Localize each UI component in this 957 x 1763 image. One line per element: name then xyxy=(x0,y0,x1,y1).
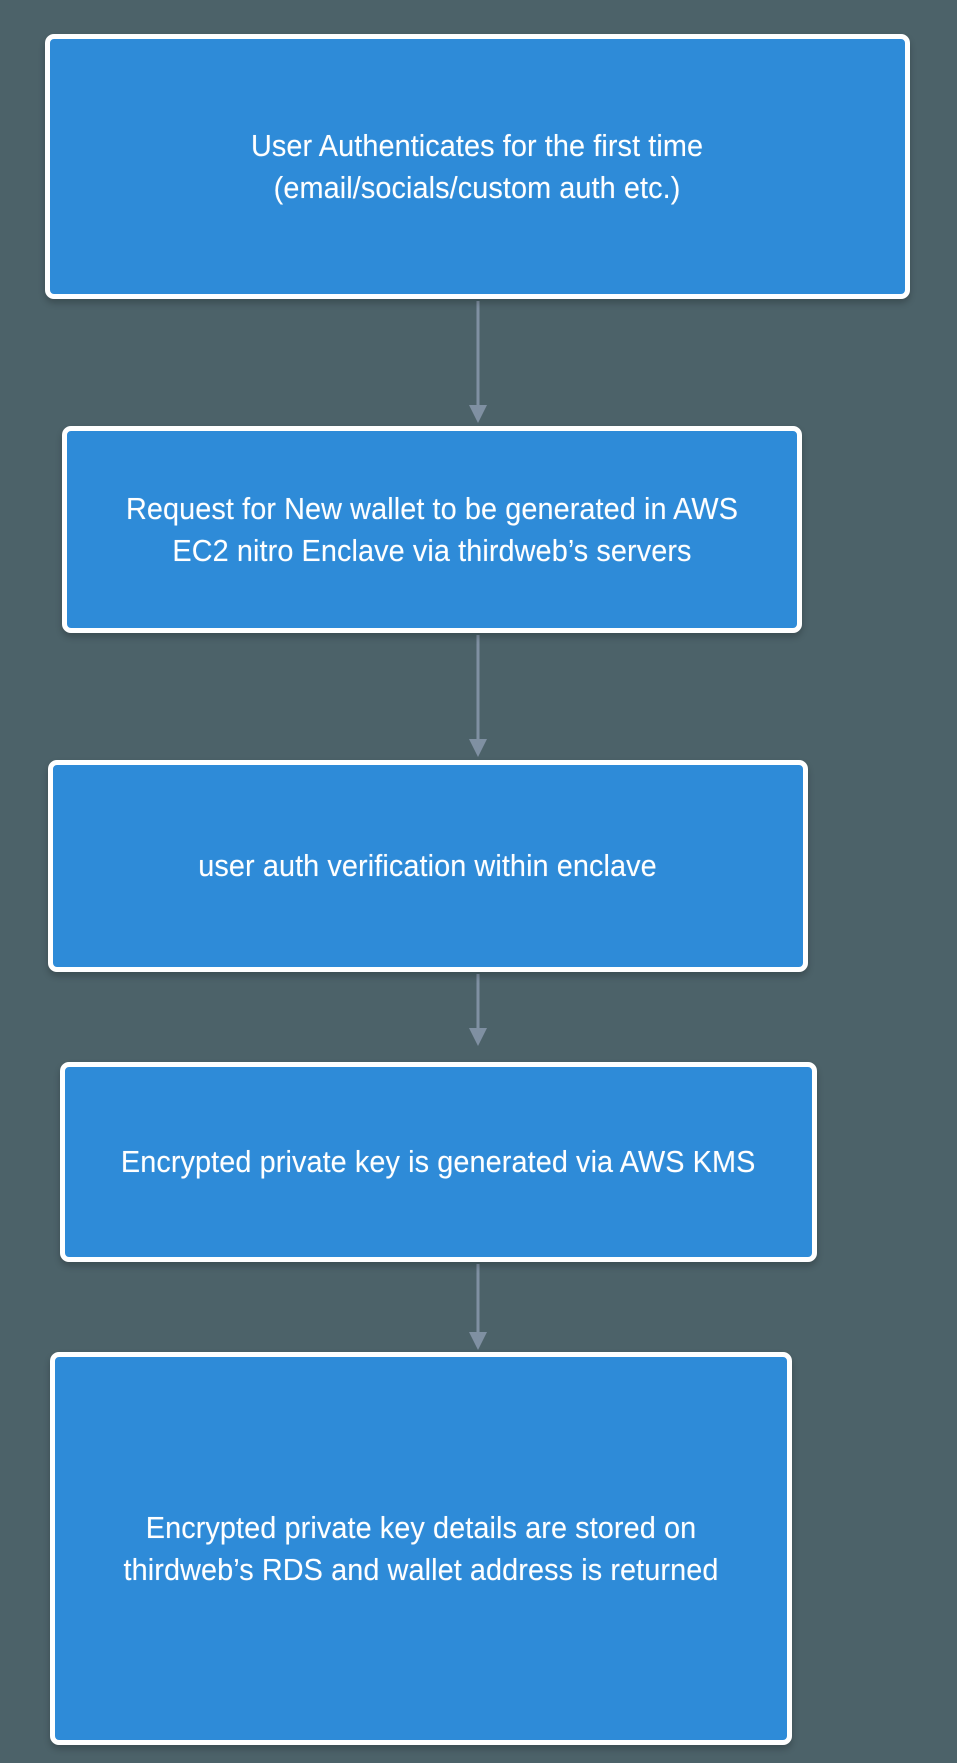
edge-node2-to-node3 xyxy=(469,635,487,757)
flow-node-user-auth-verification[interactable]: user auth verification within enclave xyxy=(48,760,808,972)
flow-node-request-new-wallet[interactable]: Request for New wallet to be generated i… xyxy=(62,426,802,633)
flow-node-encrypted-key-generated[interactable]: Encrypted private key is generated via A… xyxy=(60,1062,817,1262)
flow-node-key-stored-address-returned[interactable]: Encrypted private key details are stored… xyxy=(50,1352,792,1745)
flow-node-label: User Authenticates for the first time (e… xyxy=(251,127,704,205)
edge-node3-to-node4 xyxy=(469,974,487,1046)
flow-node-label: Encrypted private key details are stored… xyxy=(123,1509,719,1587)
edge-node1-to-node2 xyxy=(469,301,487,423)
flow-node-user-authenticates[interactable]: User Authenticates for the first time (e… xyxy=(45,34,910,299)
flow-node-label: Request for New wallet to be generated i… xyxy=(125,490,739,568)
flow-node-label: user auth verification within enclave xyxy=(198,848,658,884)
edge-node4-to-node5 xyxy=(469,1264,487,1350)
flow-node-label: Encrypted private key is generated via A… xyxy=(121,1144,756,1180)
